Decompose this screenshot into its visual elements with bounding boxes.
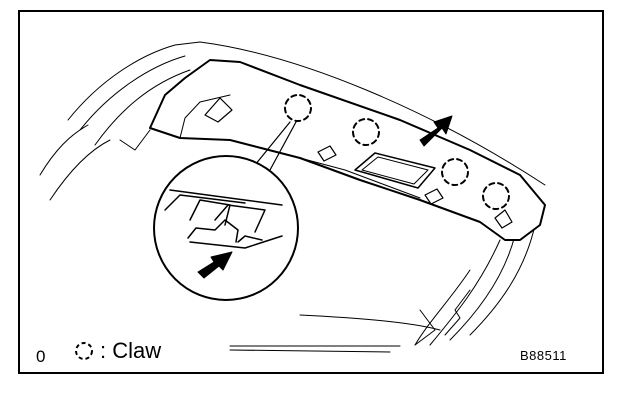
dashed-circle-claw-icon — [75, 342, 93, 360]
console-panel — [149, 59, 546, 241]
callout-lines — [254, 121, 297, 171]
detail-magnifier — [153, 155, 299, 301]
roof-outline — [39, 41, 546, 353]
claw-markers — [284, 94, 510, 210]
figure-code: 0 — [36, 347, 46, 366]
legend-text: : Claw — [100, 338, 162, 363]
reference-code: B88511 — [520, 348, 567, 363]
pull-arrow — [419, 115, 453, 147]
legend: : Claw — [74, 338, 161, 364]
